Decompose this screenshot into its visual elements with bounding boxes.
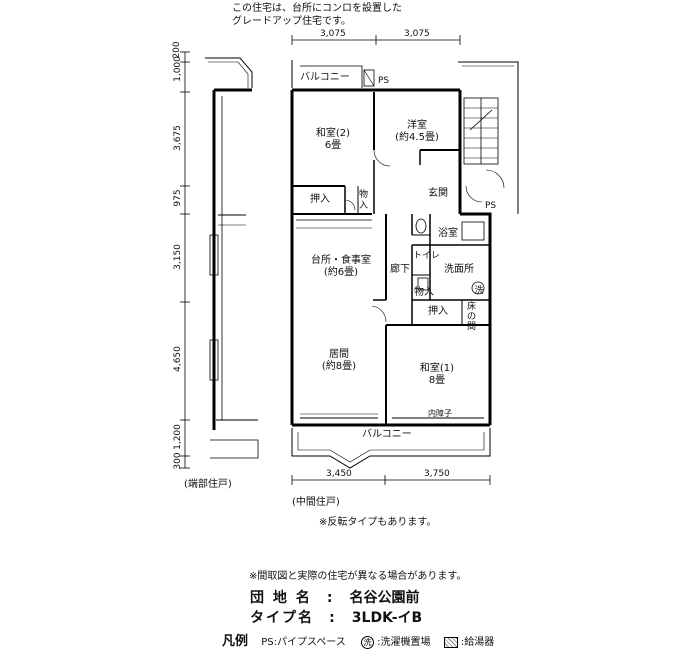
kyutoki-icon bbox=[443, 636, 458, 648]
info-danchi-row: 団 地 名 : 名谷公園前 bbox=[250, 587, 420, 607]
room-oshiire-2: 押入 bbox=[428, 306, 448, 317]
room-ima-size: (約8畳) bbox=[321, 361, 357, 372]
info-danchi-value: 名谷公園前 bbox=[349, 590, 420, 606]
left-dimension bbox=[180, 51, 190, 469]
top-note: この住宅は、台所にコンロを設置した グレードアップ住宅です。 bbox=[232, 2, 402, 28]
info-type-colon: : bbox=[329, 610, 335, 626]
left-dim-1000: 1,000 bbox=[173, 56, 183, 82]
info-type-label: タイプ名 bbox=[250, 610, 314, 626]
info-danchi-label: 団 地 名 bbox=[250, 590, 312, 606]
legend-sen-text: :洗濯機置場 bbox=[377, 637, 431, 648]
left-dim-3150: 3,150 bbox=[173, 244, 183, 270]
room-washitsu-2: 和室(2) 6畳 bbox=[300, 128, 366, 152]
sen-mark: 洗 bbox=[474, 286, 484, 296]
room-washitsu-2-name: 和室(2) bbox=[315, 128, 351, 139]
room-toilet: トイレ bbox=[413, 251, 441, 261]
top-dim-1: 3,075 bbox=[320, 29, 346, 39]
top-note-line2: グレードアップ住宅です。 bbox=[232, 16, 351, 27]
middle-unit-walls bbox=[290, 60, 492, 427]
top-dim-2: 3,075 bbox=[404, 29, 430, 39]
ps-label-2: PS bbox=[485, 201, 497, 211]
balcony-top-label: バルコニー bbox=[300, 72, 350, 83]
bottom-dimension bbox=[291, 475, 491, 485]
caption-reverse-note: ※反転タイプもあります。 bbox=[319, 517, 437, 528]
caption-end-unit: (端部住戸) bbox=[184, 479, 232, 490]
room-yoshitsu-name: 洋室 bbox=[407, 120, 427, 131]
balcony-bottom-label: バルコニー bbox=[362, 429, 412, 440]
room-mono-2: 物入 bbox=[414, 287, 434, 298]
legend-sen-mark: 洗 bbox=[360, 635, 374, 649]
room-ima: 居間 (約8畳) bbox=[306, 349, 372, 373]
info-type-value: 3LDK-イB bbox=[351, 610, 423, 626]
room-kitchen-size: (約6畳) bbox=[323, 267, 359, 278]
ps-label-1: PS bbox=[378, 76, 390, 86]
bottom-dim-2: 3,750 bbox=[424, 469, 450, 479]
room-washitsu-1-size: 8畳 bbox=[428, 375, 446, 386]
room-tokonoma: 床の間 bbox=[467, 302, 477, 332]
legend-ps: PS:パイプスペース bbox=[261, 637, 346, 648]
room-oshiire-1: 押入 bbox=[310, 194, 330, 205]
room-senmenjo: 洗面所 bbox=[444, 264, 474, 275]
room-genkan: 玄関 bbox=[428, 188, 448, 199]
staircase bbox=[458, 61, 519, 214]
legend-title: 凡例 bbox=[222, 634, 249, 649]
bottom-balcony bbox=[291, 428, 491, 469]
room-washitsu-1: 和室(1) 8畳 bbox=[404, 363, 470, 387]
bottom-dim-1: 3,450 bbox=[326, 469, 352, 479]
room-yoshitsu: 洋室 (約4.5畳) bbox=[382, 120, 452, 144]
caption-disclaimer: ※間取図と実際の住宅が異なる場合があります。 bbox=[249, 571, 467, 582]
floor-plan bbox=[180, 35, 519, 485]
room-washitsu-1-name: 和室(1) bbox=[419, 363, 455, 374]
room-kitchen-name: 台所・食事室 bbox=[311, 255, 371, 266]
left-dim-300: 300 bbox=[173, 452, 183, 470]
uchishikii-label: 内障子 bbox=[428, 409, 452, 418]
left-dim-975: 975 bbox=[173, 189, 183, 207]
room-yokushitsu: 浴室 bbox=[438, 228, 458, 239]
top-dimension bbox=[291, 35, 461, 45]
room-yoshitsu-size: (約4.5畳) bbox=[395, 132, 439, 143]
room-rouka: 廊下 bbox=[390, 264, 410, 275]
info-type-row: タイプ名 : 3LDK-イB bbox=[250, 607, 422, 627]
top-note-line1: この住宅は、台所にコンロを設置した bbox=[232, 3, 402, 14]
room-ima-name: 居間 bbox=[329, 349, 349, 360]
left-dim-3675: 3,675 bbox=[173, 125, 183, 151]
info-danchi-colon: : bbox=[326, 590, 333, 606]
left-dim-4650: 4,650 bbox=[173, 346, 183, 372]
room-kitchen: 台所・食事室 (約6畳) bbox=[300, 255, 382, 279]
room-washitsu-2-size: 6畳 bbox=[324, 140, 342, 151]
legend-kyutoki-text: :給湯器 bbox=[460, 637, 495, 648]
end-unit-plan bbox=[205, 57, 259, 459]
legend: 凡例 PS:パイプスペース 洗 :洗濯機置場 :給湯器 bbox=[222, 630, 692, 649]
caption-middle-unit: (中間住戸) bbox=[292, 497, 340, 508]
room-mono-1: 物入 bbox=[359, 190, 369, 211]
